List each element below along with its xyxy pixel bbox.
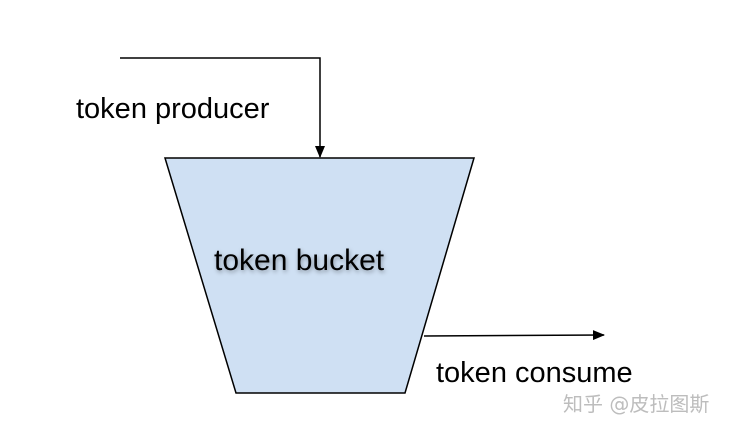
watermark-text: 知乎 @皮拉图斯 [563,392,709,416]
consumer-label: token consume [436,357,633,389]
producer-label: token producer [76,93,270,125]
producer-arrow [120,57,325,158]
bucket-shape [163,157,476,394]
bucket-label: token bucket [214,244,385,277]
consumer-arrow [423,330,605,341]
